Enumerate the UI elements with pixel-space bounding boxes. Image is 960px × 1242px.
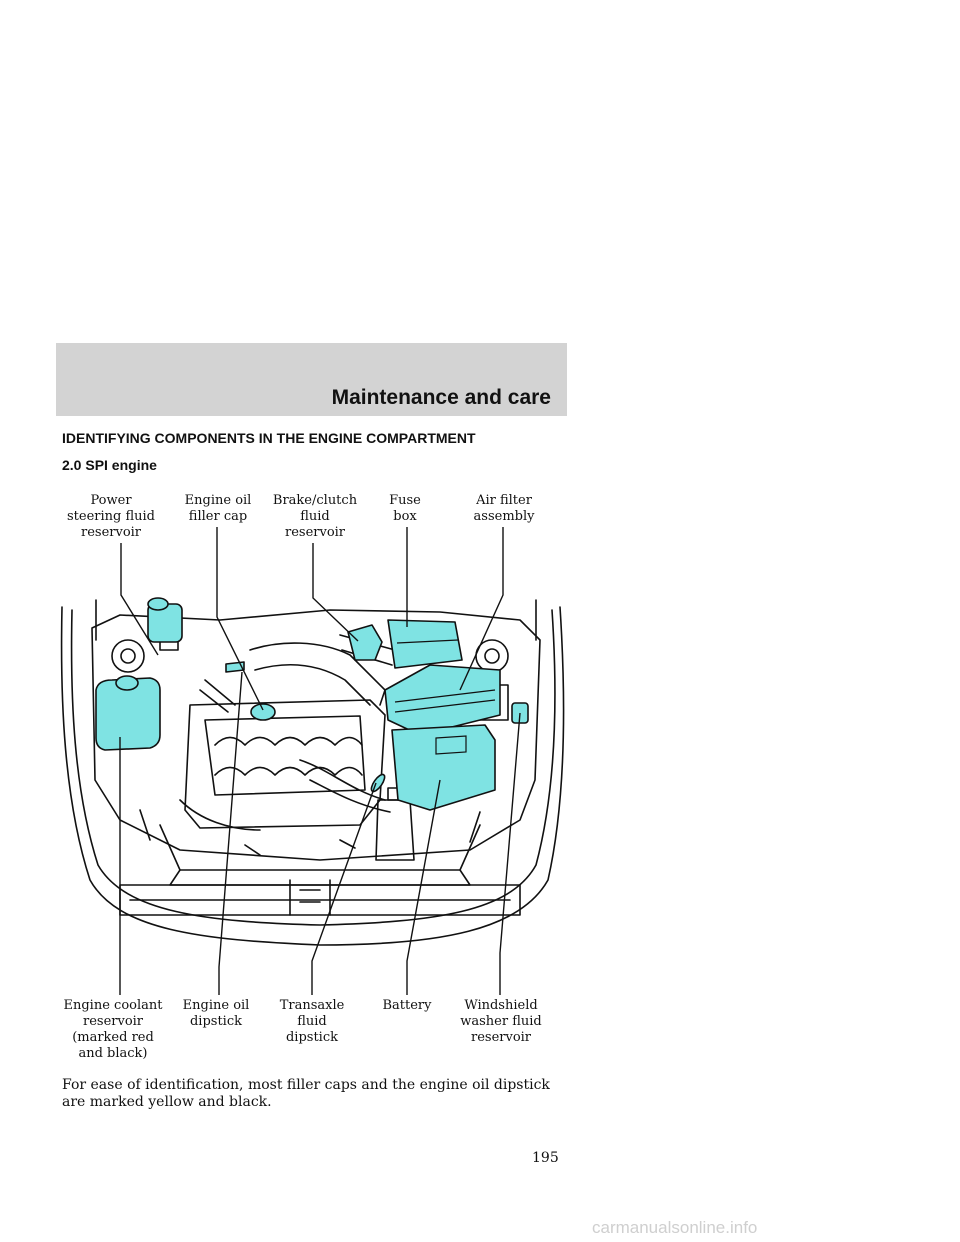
battery-shape xyxy=(391,724,496,811)
label-engine-coolant-reservoir: Engine coolant reservoir (marked red and… xyxy=(63,998,163,1061)
label-power-steering-fluid-reservoir: Power steering fluid reservoir xyxy=(66,493,155,540)
engine-subheading: 2.0 SPI engine xyxy=(62,457,157,473)
page-number: 195 xyxy=(532,1150,559,1166)
label-engine-oil-dipstick: Engine oil dipstick xyxy=(182,998,250,1029)
label-windshield-washer-fluid-reservoir: Windshield washer fluid reservoir xyxy=(460,998,542,1045)
label-transaxle-fluid-dipstick: Transaxle fluid dipstick xyxy=(279,998,345,1045)
label-fuse-box: Fuse box xyxy=(389,493,421,524)
coolant-reservoir-shape xyxy=(95,677,161,751)
label-air-filter-assembly: Air filter assembly xyxy=(473,493,535,524)
watermark: carmanualsonline.info xyxy=(592,1218,758,1237)
label-engine-oil-filler-cap: Engine oil filler cap xyxy=(184,493,252,524)
caption-text: For ease of identification, most filler … xyxy=(62,1077,550,1110)
fuse-box-shape xyxy=(387,619,463,669)
section-title: Maintenance and care xyxy=(331,386,551,409)
brake-reservoir-shape xyxy=(347,624,383,661)
transaxle-dipstick-shape xyxy=(370,773,386,793)
label-battery: Battery xyxy=(382,998,432,1013)
air-filter-shape xyxy=(384,664,501,736)
oil-filler-cap-shape xyxy=(250,703,276,721)
label-brake-clutch-fluid-reservoir: Brake/clutch fluid reservoir xyxy=(272,493,358,540)
oil-dipstick-handle-shape xyxy=(225,661,245,673)
page-heading: IDENTIFYING COMPONENTS IN THE ENGINE COM… xyxy=(62,430,476,446)
section-header-band: Maintenance and care xyxy=(56,343,567,416)
